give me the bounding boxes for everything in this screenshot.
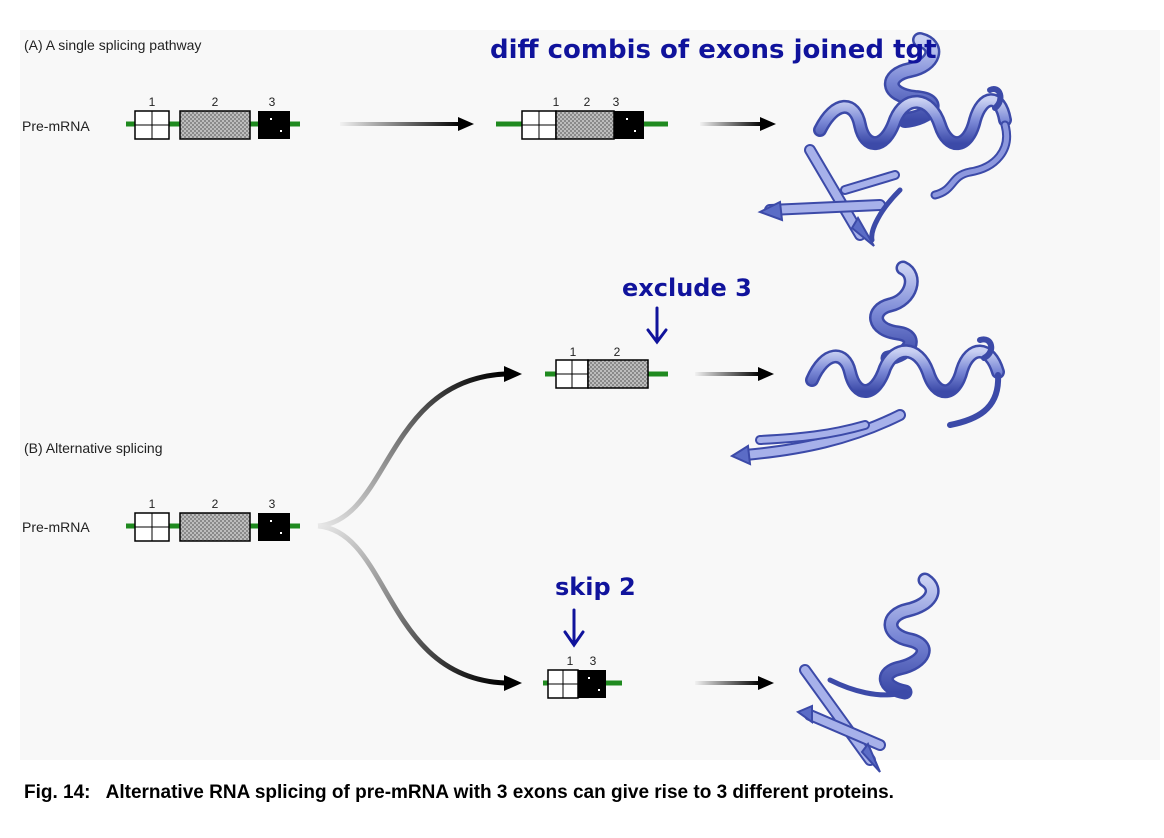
arrow-a-translate: [700, 117, 776, 131]
panel-a-mrna: 1 2 3: [496, 95, 668, 140]
branch-arrow-down: [317, 523, 522, 691]
exon-number-2: 2: [584, 95, 591, 109]
exon-1: [555, 359, 589, 389]
protein-b-top-ribbon: [739, 260, 1005, 461]
exon-number-2: 2: [212, 497, 219, 511]
exon-1: [134, 110, 170, 140]
exon-number-1: 1: [149, 95, 156, 109]
protein-a-ribbon: [764, 32, 1012, 243]
exon-number-3: 3: [269, 497, 276, 511]
arrow-b-top-translate: [695, 367, 774, 381]
exon-number-1: 1: [553, 95, 560, 109]
figure-panel: [20, 30, 1160, 760]
panel-a-pre-mrna-label: Pre-mRNA: [22, 118, 90, 134]
exon-1: [547, 669, 579, 699]
handwritten-note-skip: skip 2: [555, 573, 636, 601]
exon-number-3: 3: [269, 95, 276, 109]
figure-caption: Fig. 14: Alternative RNA splicing of pre…: [24, 782, 894, 803]
panel-a-title: (A) A single splicing pathway: [24, 37, 201, 53]
exon-number-1: 1: [149, 497, 156, 511]
arrow-b-bottom-translate: [695, 676, 774, 690]
handwritten-note-exclude: exclude 3: [622, 274, 752, 302]
protein-a-arrowhead-2: [757, 200, 784, 222]
protein-b-bottom-arrowhead-1: [860, 742, 881, 773]
exon-number-1: 1: [567, 654, 574, 668]
exon-1: [134, 512, 170, 542]
exon-2: [555, 110, 615, 140]
exon-3: [614, 111, 644, 139]
exon-2: [179, 512, 251, 542]
protein-b-top-arrowhead: [729, 444, 752, 466]
panel-b-mrna-bottom: 1 3: [543, 654, 622, 699]
exon-number-2: 2: [614, 345, 621, 359]
exon-2: [179, 110, 251, 140]
exon-3: [258, 513, 290, 541]
exon-2: [587, 359, 649, 389]
exon-1: [521, 110, 557, 140]
exon-number-3: 3: [613, 95, 620, 109]
protein-b-bottom-ribbon: [799, 572, 940, 766]
arrow-a-splice: [340, 117, 474, 131]
handwritten-note-top: diff combis of exons joined tgt: [490, 35, 937, 65]
exon-number-2: 2: [212, 95, 219, 109]
panel-b-pre-mrna: 1 2 3: [126, 497, 300, 542]
exon-number-3: 3: [590, 654, 597, 668]
branch-arrow-up: [317, 366, 522, 529]
exon-3: [578, 670, 606, 698]
panel-b-mrna-top: 1 2: [545, 345, 668, 389]
panel-b-title: (B) Alternative splicing: [24, 440, 163, 456]
exon-number-1: 1: [570, 345, 577, 359]
exon-3: [258, 111, 290, 139]
panel-b-pre-mrna-label: Pre-mRNA: [22, 519, 90, 535]
panel-a-pre-mrna: 1 2 3: [126, 95, 300, 140]
hand-arrow-exclude-icon: [646, 306, 668, 345]
protein-b-bottom-arrowhead-2: [795, 704, 813, 724]
protein-a-arrowhead-1: [850, 216, 875, 247]
hand-arrow-skip-icon: [563, 608, 585, 648]
